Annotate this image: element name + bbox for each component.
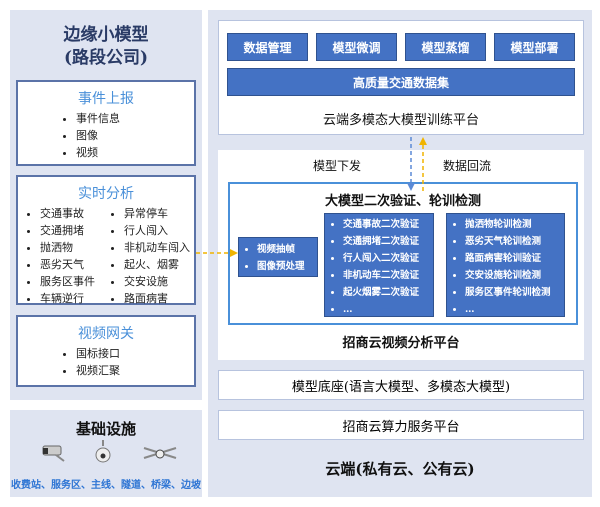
flow-arrows-icon: [407, 137, 427, 191]
data-management-button[interactable]: 数据管理: [227, 33, 308, 61]
training-platform-title: 云端多模态大模型训练平台: [322, 113, 479, 128]
dome-camera-icon: [95, 440, 111, 463]
list-item: …: [343, 301, 433, 318]
verification-title: 大模型二次验证、轮训检测: [324, 194, 481, 209]
list-item: 异常停车: [124, 205, 190, 222]
list-item: 交通事故二次验证: [343, 216, 433, 233]
secondary-verify-box: 交通事故二次验证 交通拥堵二次验证 行人闯入二次验证 非机动车二次验证 起火烟雾…: [324, 213, 434, 317]
list-item: 恶劣天气: [40, 256, 95, 273]
list-item: 行人闯入二次验证: [343, 250, 433, 267]
list-item: 视频抽帧: [257, 241, 317, 258]
cloud-panel: 数据管理 模型微调 模型蒸馏 模型部署 高质量交通数据集 云端多模态大模型训练平…: [208, 10, 592, 497]
edge-to-cloud-arrow-icon: [196, 249, 238, 257]
list-item: 起火烟雾二次验证: [343, 284, 433, 301]
data-return-label: 数据回流: [443, 159, 492, 173]
list-item: 路面病害轮训验证: [465, 250, 564, 267]
video-platform-title: 招商云视频分析平台: [342, 336, 460, 351]
list-item: 服务区事件轮训检测: [465, 284, 564, 301]
list-item: 车辆逆行: [40, 290, 95, 307]
list-item: 国标接口: [76, 345, 120, 362]
list-item: 路面病害: [124, 290, 190, 307]
realtime-analysis-title: 实时分析: [78, 186, 134, 202]
training-platform-box: 数据管理 模型微调 模型蒸馏 模型部署 高质量交通数据集 云端多模态大模型训练平…: [218, 20, 584, 135]
model-deliver-label: 模型下发: [313, 159, 362, 173]
list-item: …: [465, 301, 564, 318]
list-item: 图像预处理: [257, 258, 317, 275]
list-item: 服务区事件: [40, 273, 95, 290]
list-item: 交通事故: [40, 205, 95, 222]
list-item: 交安设施轮训检测: [465, 267, 564, 284]
model-deploy-button[interactable]: 模型部署: [494, 33, 575, 61]
polling-detect-box: 抛洒物轮训检测 恶劣天气轮训检测 路面病害轮训验证 交安设施轮训检测 服务区事件…: [446, 213, 565, 317]
list-item: 交通拥堵: [40, 222, 95, 239]
list-item: 视频汇聚: [76, 362, 120, 379]
list-item: 交通拥堵二次验证: [343, 233, 433, 250]
infrastructure-title: 基础设施: [75, 420, 136, 438]
bullet-camera-icon: [42, 445, 65, 462]
verification-box: 大模型二次验证、轮训检测 视频抽帧 图像预处理 交通事故二次验证 交通拥堵二次验…: [228, 182, 578, 325]
list-item: 抛洒物: [40, 239, 95, 256]
compute-platform-box: 招商云算力服务平台: [218, 410, 584, 440]
realtime-analysis-box: 实时分析 交通事故 交通拥堵 抛洒物 恶劣天气 服务区事件 车辆逆行 异常停车 …: [16, 175, 196, 305]
model-base-box: 模型底座(语言大模型、多模态大模型): [218, 370, 584, 400]
infrastructure-panel: 基础设施 收费站、服务区、主线、隧道、桥梁、边坡: [10, 410, 202, 497]
cloud-footer: 云端(私有云、公有云): [325, 460, 475, 478]
list-item: 视频: [76, 144, 120, 161]
list-item: 事件信息: [76, 110, 120, 127]
drone-icon: [143, 447, 177, 459]
model-distill-button[interactable]: 模型蒸馏: [405, 33, 486, 61]
event-report-title: 事件上报: [78, 91, 134, 107]
list-item: 交安设施: [124, 273, 190, 290]
video-gateway-title: 视频网关: [78, 326, 134, 342]
list-item: 非机动车二次验证: [343, 267, 433, 284]
edge-title: 边缘小模型: [63, 25, 149, 45]
list-item: 起火、烟雾: [124, 256, 190, 273]
list-item: 图像: [76, 127, 120, 144]
edge-panel: 边缘小模型 (路段公司) 事件上报 事件信息 图像 视频 实时分析 交通事故 交…: [10, 10, 202, 400]
event-report-box: 事件上报 事件信息 图像 视频: [16, 80, 196, 166]
model-finetune-button[interactable]: 模型微调: [316, 33, 397, 61]
list-item: 恶劣天气轮训检测: [465, 233, 564, 250]
edge-subtitle: (路段公司): [63, 48, 149, 68]
video-gateway-box: 视频网关 国标接口 视频汇聚: [16, 315, 196, 387]
list-item: 抛洒物轮训检测: [465, 216, 564, 233]
preprocess-box: 视频抽帧 图像预处理: [238, 237, 318, 277]
infrastructure-locations: 收费站、服务区、主线、隧道、桥梁、边坡: [11, 480, 201, 491]
list-item: 行人闯入: [124, 222, 190, 239]
video-platform-box: 大模型二次验证、轮训检测 视频抽帧 图像预处理 交通事故二次验证 交通拥堵二次验…: [218, 150, 584, 360]
list-item: 非机动车闯入: [124, 239, 190, 256]
dataset-bar[interactable]: 高质量交通数据集: [227, 68, 575, 96]
